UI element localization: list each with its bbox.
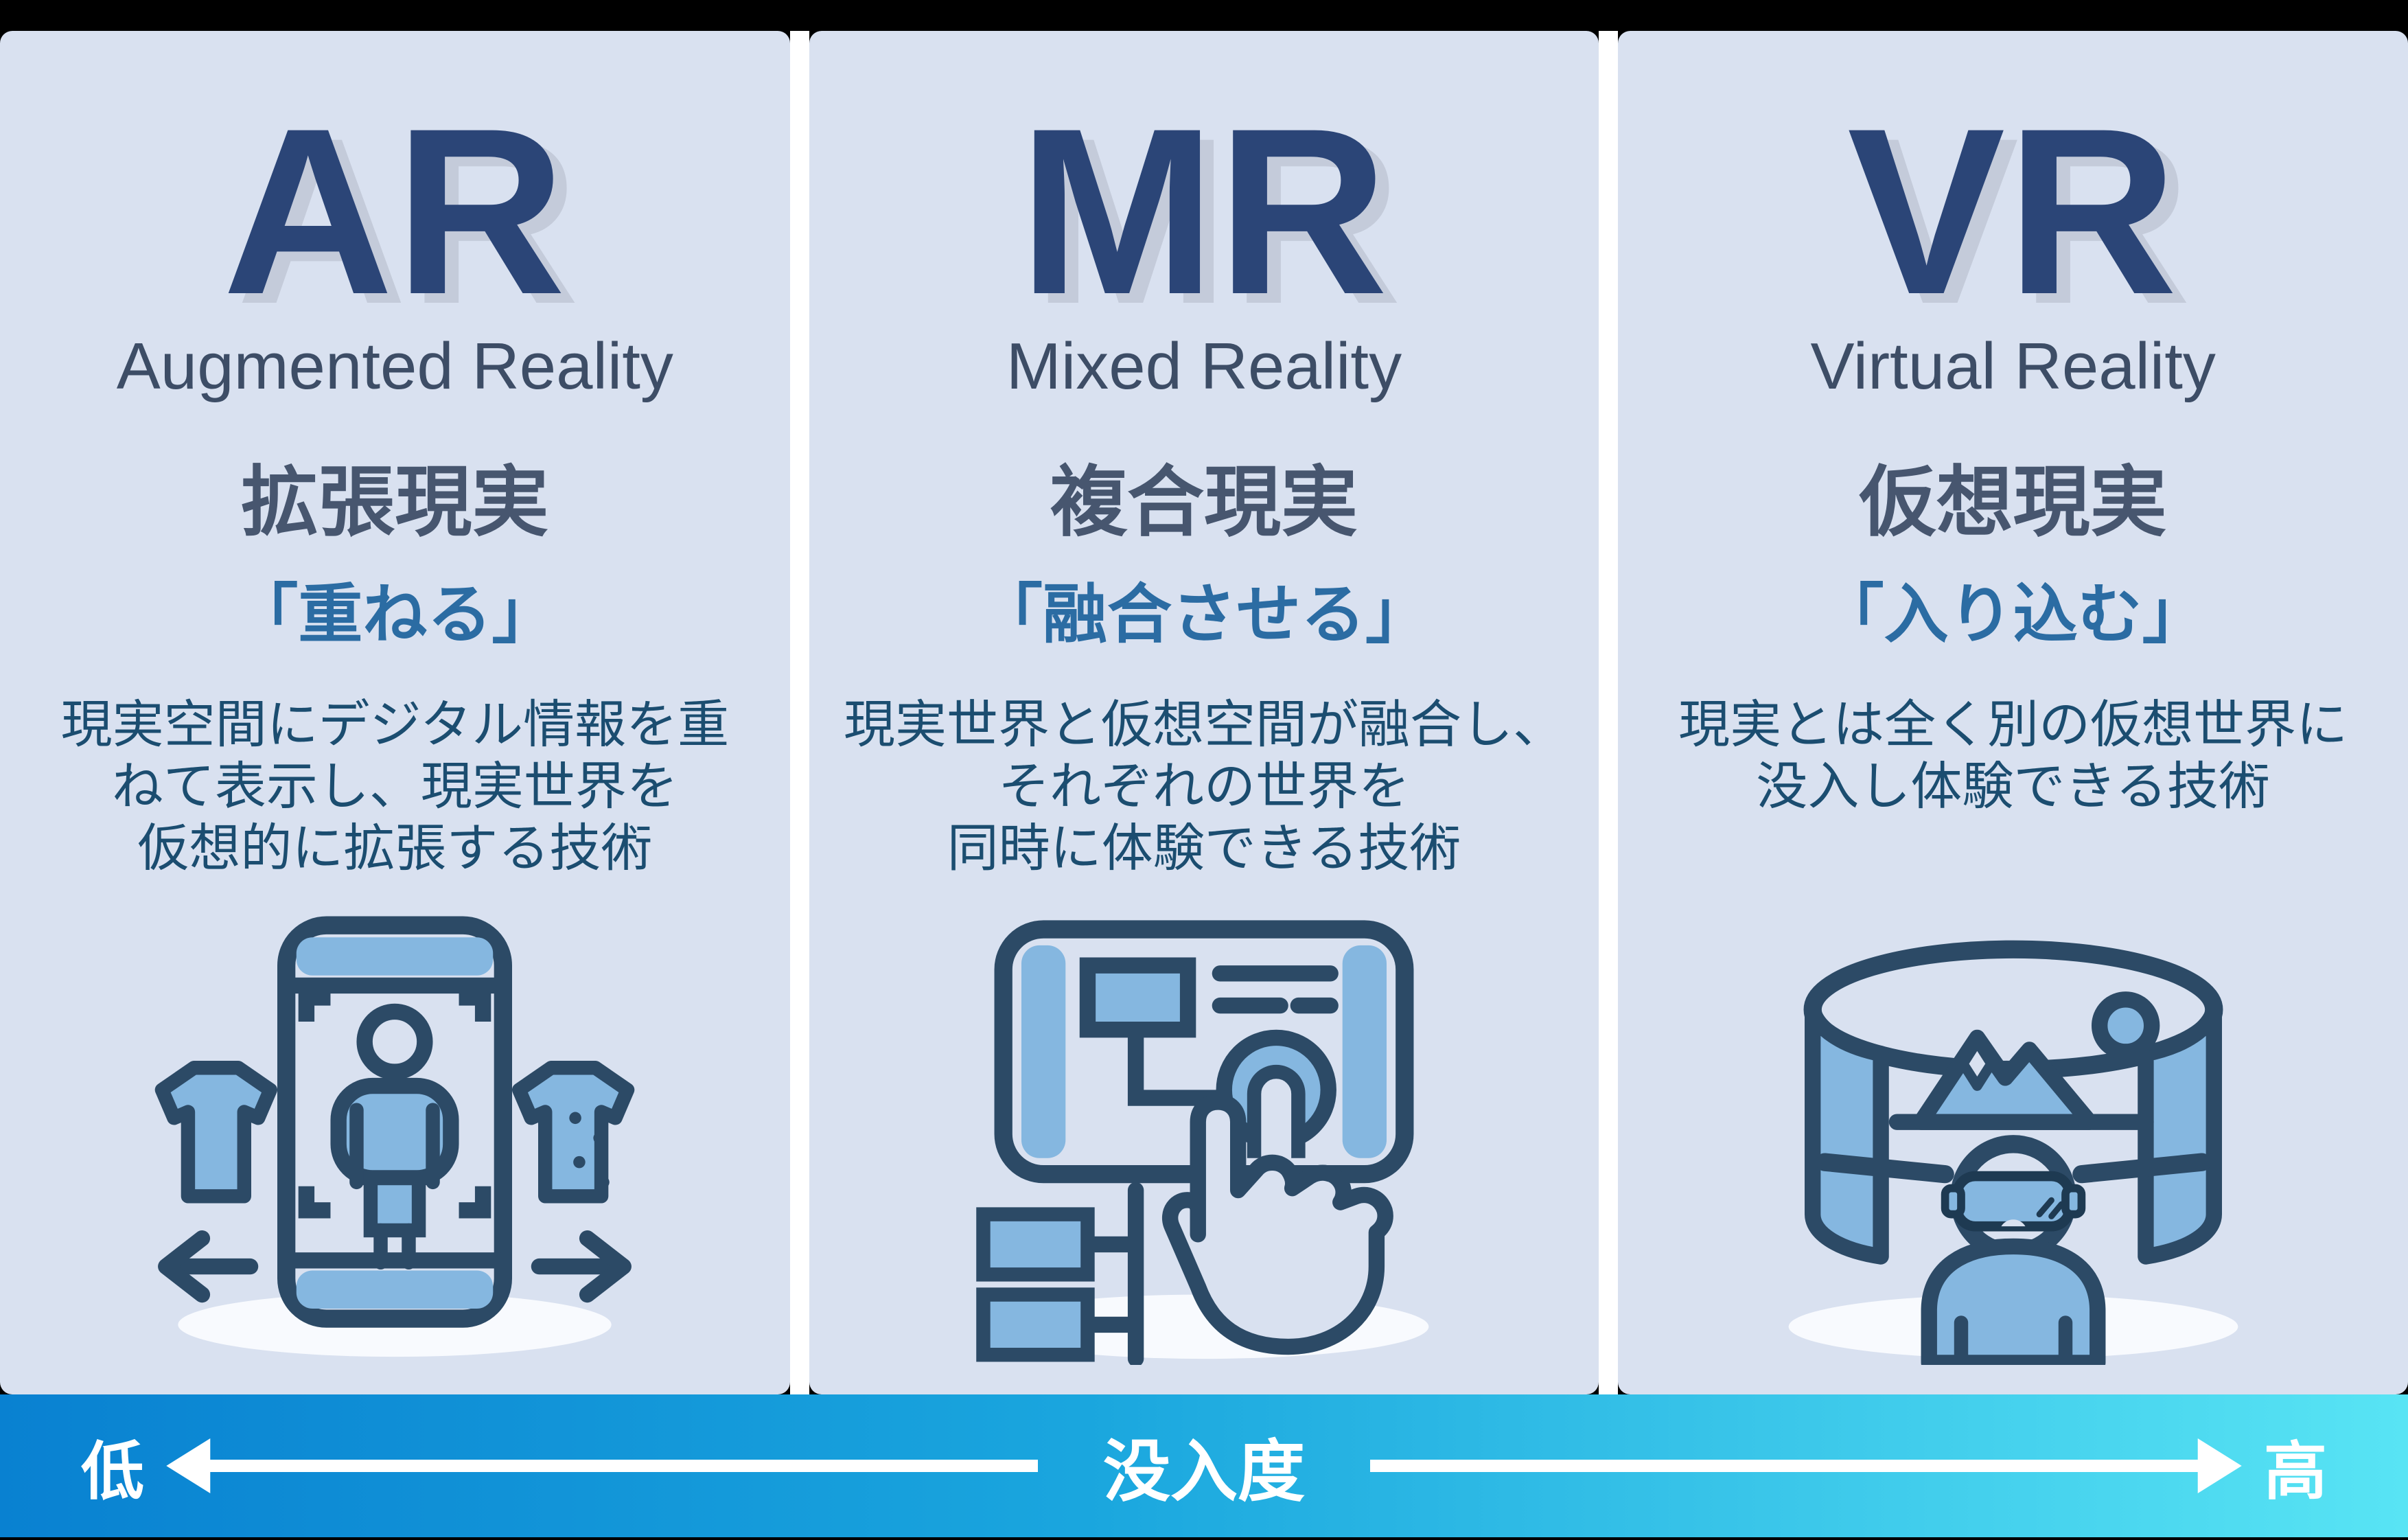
comparison-cards-row: AR Augmented Reality 拡張現実 「重ねる」 現実空間にデジタ…	[0, 31, 2408, 1394]
ar-japanese-heading: 拡張現実	[241, 459, 549, 545]
desc-line: 同時に体験できる技術	[947, 818, 1461, 877]
ar-icon-area	[0, 913, 790, 1365]
desc-line: 現実世界と仮想空間が融合し、	[844, 695, 1565, 753]
vr-abbr-title: VR	[1847, 80, 2179, 344]
mr-icon-area	[809, 913, 1599, 1365]
card-vr: VR Virtual Reality 仮想現実 「入り込む」 現実とは全く別の仮…	[1618, 31, 2408, 1394]
vr-japanese-heading: 仮想現実	[1859, 459, 2167, 545]
mr-abbr-title: MR	[1018, 80, 1390, 344]
vr-subtitle: Virtual Reality	[1810, 329, 2216, 403]
desc-line: 没入し体験できる技術	[1756, 757, 2270, 815]
card-mr: MR Mixed Reality 複合現実 「融合させる」 現実世界と仮想空間が…	[809, 31, 1599, 1394]
vr-panorama-headset-icon	[1788, 940, 2238, 1365]
desc-line: それぞれの世界を	[998, 757, 1411, 815]
mr-japanese-heading: 複合現実	[1050, 459, 1358, 545]
left-arrow	[209, 1460, 1038, 1472]
vr-description: 現実とは全く別の仮想世界に 没入し体験できる技術	[1618, 693, 2408, 887]
high-label: 高	[2264, 1436, 2328, 1507]
vr-icon-area	[1618, 913, 2408, 1365]
ar-abbr-title: AR	[222, 80, 568, 344]
ar-subtitle: Augmented Reality	[116, 329, 673, 403]
card-ar: AR Augmented Reality 拡張現実 「重ねる」 現実空間にデジタ…	[0, 31, 790, 1394]
low-label: 低	[81, 1436, 145, 1507]
ar-smartphone-person-icon	[155, 916, 635, 1357]
immersion-scale-bar: 低 没入度 高	[0, 1394, 2408, 1537]
card-separator	[1599, 31, 1619, 1394]
mr-description: 現実世界と仮想空間が融合し、 それぞれの世界を 同時に体験できる技術	[809, 693, 1599, 887]
mr-keyword-quote: 「融合させる」	[978, 577, 1431, 650]
vr-keyword-quote: 「入り込む」	[1819, 577, 2207, 650]
desc-line: 仮想的に拡張する技術	[137, 818, 653, 877]
desc-line: 現実空間にデジタル情報を重	[60, 695, 730, 753]
mr-subtitle: Mixed Reality	[1006, 329, 1402, 403]
right-arrow	[1370, 1460, 2199, 1472]
card-separator	[789, 31, 809, 1394]
desc-line: 現実とは全く別の仮想世界に	[1678, 695, 2348, 753]
ar-keyword-quote: 「重ねる」	[233, 577, 557, 650]
mr-tablet-hand-icon	[976, 920, 1429, 1365]
immersion-label: 没入度	[1103, 1434, 1306, 1509]
desc-line: ねて表示し、現実世界を	[111, 757, 678, 815]
ar-description: 現実空間にデジタル情報を重 ねて表示し、現実世界を 仮想的に拡張する技術	[0, 693, 790, 887]
